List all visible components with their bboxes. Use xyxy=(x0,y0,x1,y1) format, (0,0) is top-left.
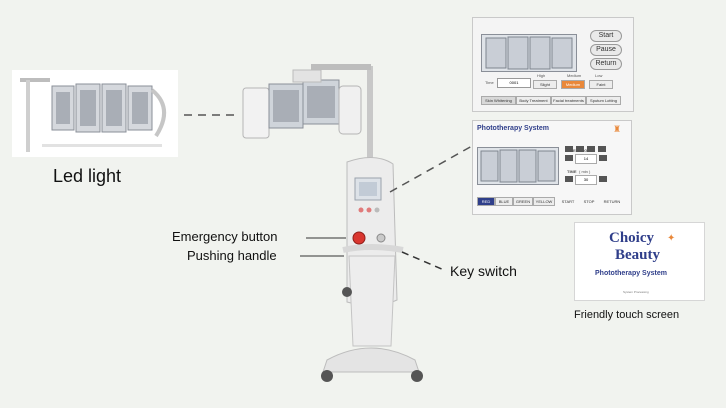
splash-subtitle: Phototherapy System xyxy=(595,270,667,277)
channel-selector[interactable] xyxy=(565,139,607,152)
dashed-connector-led xyxy=(184,114,240,116)
pushing-handle-label: Pushing handle xyxy=(187,248,277,263)
time-decrease-button[interactable] xyxy=(565,176,573,182)
touch-screen-phototherapy: Phototherapy System ♜ ENERGY 14 TIME ( m… xyxy=(472,120,632,215)
yellow-button[interactable]: YELLOW xyxy=(533,197,555,206)
emergency-button-label: Emergency button xyxy=(172,229,278,244)
time-field[interactable]: 0001 xyxy=(497,78,531,88)
blue-button[interactable]: BLUE xyxy=(495,197,513,206)
friendly-touch-screen-label: Friendly touch screen xyxy=(574,309,680,321)
brand-line-2: Beauty xyxy=(615,247,660,263)
energy-decrease-button[interactable] xyxy=(565,155,573,161)
phototherapy-device xyxy=(242,64,423,382)
mode-low-label: Low xyxy=(595,73,603,78)
return-button[interactable]: Return xyxy=(590,58,622,70)
tab-sputum-lotting[interactable]: Sputum Lotting xyxy=(586,96,621,105)
tab-skin-whitening[interactable]: Skin Whitening xyxy=(481,96,516,105)
led-light-label: Led light xyxy=(53,166,122,186)
time-label: Time xyxy=(485,80,494,85)
green-button[interactable]: GREEN xyxy=(513,197,533,206)
red-button[interactable]: RED xyxy=(477,197,495,206)
key-switch-label: Key switch xyxy=(450,263,517,279)
pause-button[interactable]: Pause xyxy=(590,44,622,56)
led-panel-illustration xyxy=(20,78,166,152)
splash-footer: System Processing xyxy=(623,290,649,294)
brand-line-1: Choicy xyxy=(609,230,654,246)
emergency-leader-line xyxy=(306,237,346,239)
time-label-2: TIME xyxy=(567,169,577,174)
start-button[interactable]: Start xyxy=(590,30,622,42)
time-unit: ( min ) xyxy=(579,169,591,174)
mode-option-slight[interactable]: Slight xyxy=(533,80,557,89)
tab-body-treatment[interactable]: Body Treatment xyxy=(516,96,551,105)
mode-medium-label: Medium xyxy=(567,73,582,78)
dashed-connector-top xyxy=(388,40,480,76)
screen2-led-panels xyxy=(477,147,559,185)
energy-value: 14 xyxy=(575,154,597,164)
stop-button[interactable]: STOP xyxy=(583,199,595,204)
splash-screen-card: Choicy ✦ Beauty Phototherapy System Syst… xyxy=(574,222,705,301)
handle-leader-line xyxy=(300,255,344,257)
time-increase-button[interactable] xyxy=(599,176,607,182)
brand-star-icon: ✦ xyxy=(667,233,676,244)
mode-option-medium[interactable]: Medium xyxy=(561,80,585,89)
screen2-title: Phototherapy System xyxy=(477,125,549,132)
time-value: 30 xyxy=(575,175,597,185)
mode-option-faint[interactable]: Faint xyxy=(589,80,613,89)
return-button-2[interactable]: RETURN xyxy=(603,199,621,204)
energy-label: ENERGY xyxy=(573,148,590,153)
key-switch-leader xyxy=(401,251,445,271)
dashed-connector-screen xyxy=(389,145,473,193)
energy-increase-button[interactable] xyxy=(599,155,607,161)
touch-screen-main: Start Pause Return Time 0001 High Medium… xyxy=(472,17,634,112)
start-button-2[interactable]: START xyxy=(561,199,575,204)
screen1-led-panels xyxy=(481,34,577,72)
mode-high-label: High xyxy=(537,73,546,78)
tab-facial-treatments[interactable]: Facial treatments xyxy=(551,96,586,105)
settings-icon[interactable]: ♜ xyxy=(613,124,622,134)
led-light-photo xyxy=(12,70,178,157)
